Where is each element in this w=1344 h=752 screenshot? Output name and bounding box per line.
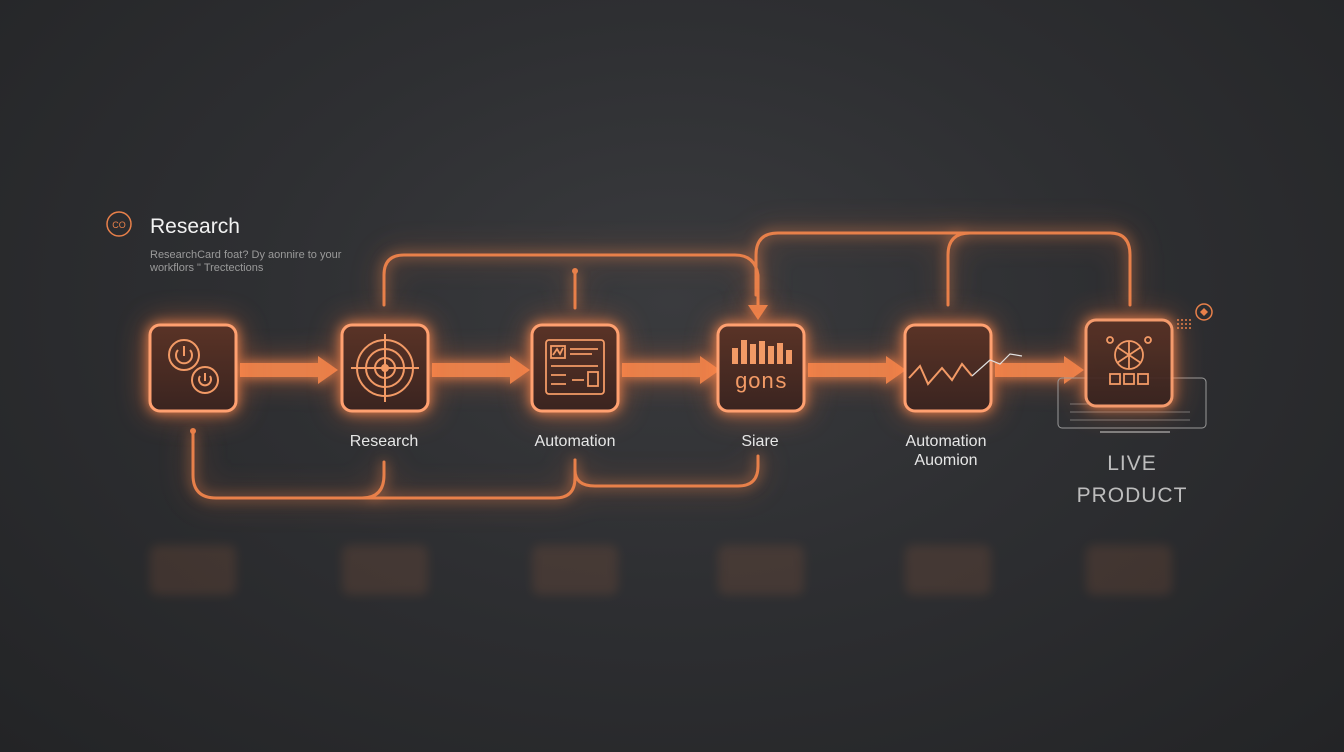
arrow-research-automation: [432, 356, 530, 384]
target-icon: [351, 334, 419, 402]
arrow-start-research: [240, 356, 338, 384]
arrow-automation-share: [622, 356, 720, 384]
bar-chart-icon: [732, 340, 792, 364]
node-automation[interactable]: [530, 323, 620, 413]
floor-reflection: [150, 545, 1172, 595]
node-research[interactable]: [340, 323, 430, 413]
network-icon: [1106, 336, 1152, 385]
settings-icon[interactable]: [1195, 303, 1213, 321]
connector-loop-research-share: [382, 253, 760, 307]
node-start[interactable]: [148, 323, 238, 413]
header-subtitle-1: ResearchCard foat? Dy aonnire to your: [150, 249, 342, 261]
node-research-label: Research: [350, 433, 418, 450]
dot-grid-icon: [1177, 319, 1191, 329]
header-subtitle-2: workflors " Trectections: [149, 262, 264, 274]
logo-badge-icon: [106, 211, 132, 237]
node-live-label2: PRODUCT: [1077, 484, 1188, 507]
header: CO Research ResearchCard foat? Dy aonnir…: [106, 211, 342, 274]
connector-dot-bottom: [190, 428, 196, 434]
connector-dot-top: [572, 268, 578, 274]
line-chart-icon: [908, 362, 973, 386]
power-toggle-icon: [168, 339, 219, 394]
node-automation2-label2: Auomion: [914, 452, 977, 469]
trend-line-overflow: [971, 353, 1023, 377]
dashboard-icon: [545, 339, 605, 395]
forward-arrows: [240, 356, 1084, 384]
loop-arrow-head: [748, 305, 768, 320]
node-live[interactable]: [1057, 318, 1207, 433]
node-share-label: Siare: [741, 433, 778, 450]
connector-loop-share-live: [754, 231, 1132, 307]
node-automation2[interactable]: [903, 323, 993, 413]
connectors: [191, 231, 1132, 500]
share-icon-text: gons: [735, 370, 788, 395]
node-automation2-label: Automation: [906, 433, 987, 450]
arrow-share-automation2: [808, 356, 906, 384]
node-live-label: LIVE: [1107, 452, 1157, 475]
node-automation-label: Automation: [535, 433, 616, 450]
connector-loop-start-automation: [191, 430, 577, 500]
logo-badge-text: CO: [112, 220, 126, 230]
arrow-automation2-live: [995, 356, 1084, 384]
connector-branch-automation2: [946, 231, 972, 307]
node-share[interactable]: gons: [716, 323, 806, 413]
connector-loop-research: [360, 460, 386, 500]
header-title: Research: [150, 215, 240, 238]
connector-loop-automation-share: [573, 454, 760, 488]
